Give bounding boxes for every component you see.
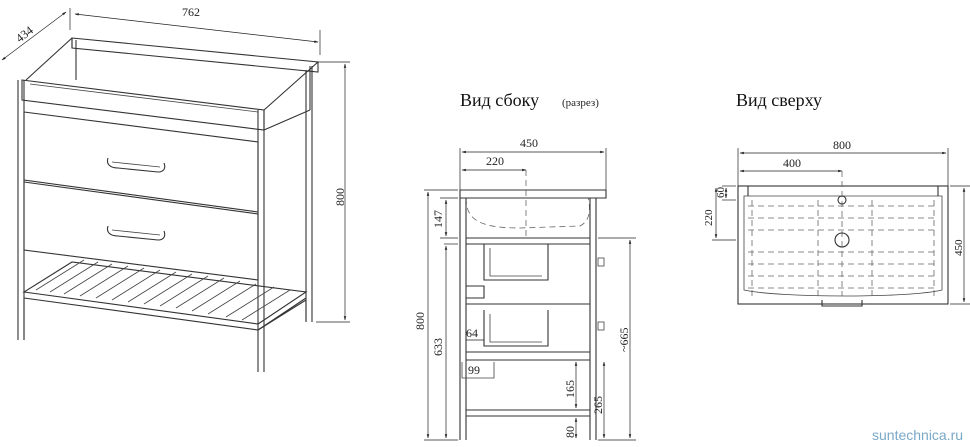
bottom-shelf xyxy=(22,259,308,340)
countertop xyxy=(459,189,607,199)
top-view-title: Вид сверху xyxy=(736,90,822,110)
width-dimension: 762 xyxy=(69,5,321,55)
dim-800-top: 800 xyxy=(833,138,851,152)
watermark: suntechnica.ru xyxy=(872,427,963,443)
drain xyxy=(834,232,850,248)
front-left-leg xyxy=(17,80,25,340)
dim-220-side: 220 xyxy=(486,154,504,168)
bracket xyxy=(466,285,485,299)
dim-147: 147 xyxy=(431,210,445,228)
height-dimension: 800 xyxy=(316,61,350,323)
faucet-hole xyxy=(837,195,847,205)
upper-drawer xyxy=(23,111,259,213)
dim-450-top: 450 xyxy=(953,239,965,256)
dim-64: 64 xyxy=(466,326,478,340)
top-back-rail xyxy=(71,37,319,73)
perspective-view: 762 434 xyxy=(1,5,350,372)
lower-drawer xyxy=(23,181,259,281)
side-view-title: Вид сбоку xyxy=(460,90,539,110)
lower-handle xyxy=(106,225,166,241)
dim-165: 165 xyxy=(563,380,577,398)
dim-800-side: 800 xyxy=(413,312,427,330)
dim-450-side: 450 xyxy=(520,136,538,150)
dim-665: ~665 xyxy=(617,328,631,353)
dim-99: 99 xyxy=(468,363,480,377)
height-label: 800 xyxy=(333,188,347,206)
sink-outline xyxy=(743,195,943,297)
top-view: Вид сверху 800 400 60 xyxy=(703,90,970,307)
upper-drawer-section xyxy=(483,244,549,281)
top-countertop xyxy=(737,185,949,305)
front-right-leg xyxy=(257,110,265,372)
upper-handle xyxy=(106,157,166,173)
side-view-subtitle: (разрез) xyxy=(562,97,599,109)
dim-400-top: 400 xyxy=(783,156,801,170)
width-label: 762 xyxy=(182,5,200,19)
side-front-leg xyxy=(459,198,467,440)
dim-265: 265 xyxy=(591,396,605,414)
dim-633: 633 xyxy=(431,338,445,356)
dim-80: 80 xyxy=(563,426,577,438)
back-right-leg xyxy=(305,66,313,322)
side-view: Вид сбоку (разрез) 450 220 xyxy=(413,90,636,441)
dim-220-top: 220 xyxy=(703,209,715,226)
side-shelf xyxy=(466,409,590,417)
handle-top xyxy=(821,300,863,307)
dim-60: 60 xyxy=(715,187,727,199)
depth-label: 434 xyxy=(13,23,36,45)
